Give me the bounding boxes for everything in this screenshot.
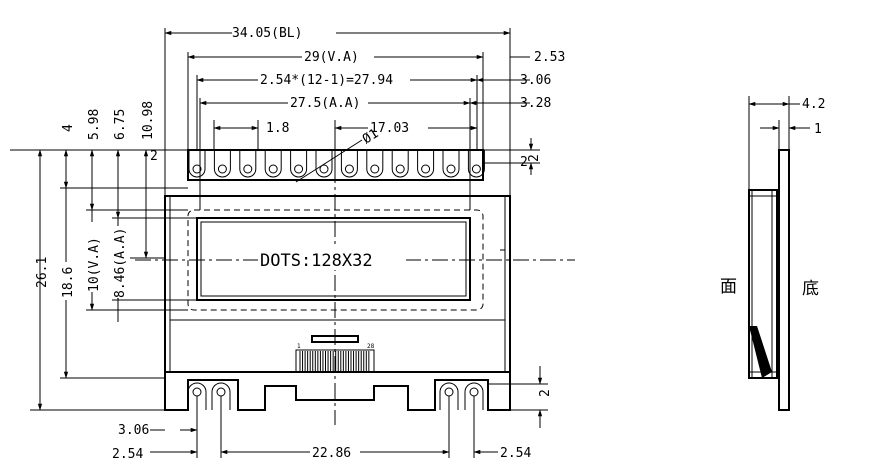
top-pin-pad bbox=[213, 150, 231, 178]
top-pin-hole bbox=[446, 164, 456, 174]
top-pin-hole bbox=[421, 164, 431, 174]
dim-side-thickness: 4.2 bbox=[802, 97, 825, 112]
dim-aa-margin: 3.28 bbox=[520, 96, 551, 111]
top-pin-hole bbox=[268, 164, 278, 174]
bottom-pin-hole bbox=[216, 387, 226, 397]
dim-aa-height: 8.46(A.A) bbox=[113, 228, 128, 298]
dim-4: 4 bbox=[61, 124, 76, 132]
dim-pin-margin: 3.06 bbox=[520, 73, 551, 88]
dim-overall-width: 34.05(BL) bbox=[232, 26, 302, 41]
top-pin-pad bbox=[264, 150, 282, 178]
dim-2-left: 2 bbox=[150, 149, 158, 164]
top-pin-pad bbox=[340, 150, 358, 178]
dim-5-98: 5.98 bbox=[87, 109, 102, 140]
top-pin-pad bbox=[442, 150, 460, 178]
dim-18-6: 18.6 bbox=[61, 267, 76, 298]
dim-side-glass: 1 bbox=[814, 122, 822, 137]
fpc-connector-pins bbox=[299, 351, 370, 371]
dim-hole-height-rot: 2 bbox=[527, 154, 542, 162]
fpc-pin-first: 1 bbox=[297, 343, 301, 350]
top-pin-pad bbox=[188, 150, 206, 178]
dim-pin-offset: 1.8 bbox=[266, 121, 289, 136]
top-pin-row bbox=[188, 150, 485, 178]
side-view: 4.2 1 面 底 bbox=[720, 96, 825, 411]
top-pin-pad bbox=[315, 150, 333, 178]
top-pin-hole bbox=[395, 164, 405, 174]
top-pin-pad bbox=[239, 150, 257, 178]
top-pin-hole bbox=[217, 164, 227, 174]
dim-6-75: 6.75 bbox=[113, 109, 128, 140]
top-pin-pad bbox=[290, 150, 308, 178]
top-pin-hole bbox=[370, 164, 380, 174]
top-pin-hole bbox=[471, 164, 481, 174]
front-view: 34.05(BL) 29(V.A) 2.54*(12-1)=27.94 27.5… bbox=[10, 25, 575, 462]
display-resolution-label: DOTS:128X32 bbox=[260, 251, 373, 271]
dim-total-height: 26.1 bbox=[35, 257, 50, 288]
top-pin-hole bbox=[243, 164, 253, 174]
top-pin-pad bbox=[391, 150, 409, 178]
top-pin-hole bbox=[344, 164, 354, 174]
top-pin-hole bbox=[192, 164, 202, 174]
dim-va-height: 10(V.A) bbox=[87, 237, 102, 292]
bottom-pin-hole bbox=[444, 387, 454, 397]
fpc-pin-last: 28 bbox=[367, 343, 375, 350]
side-front-label: 面 bbox=[720, 277, 737, 297]
side-back-label: 底 bbox=[802, 279, 819, 299]
dim-va-margin: 2.53 bbox=[534, 50, 565, 65]
top-pin-pad bbox=[417, 150, 435, 178]
top-pin-pad bbox=[467, 150, 485, 178]
dim-bottom-right: 2.54 bbox=[500, 446, 531, 461]
top-pin-hole bbox=[319, 164, 329, 174]
dim-hole-diameter: Ø1 bbox=[360, 126, 381, 147]
bottom-pin-hole bbox=[469, 387, 479, 397]
top-pin-pad bbox=[366, 150, 384, 178]
bottom-pin-hole bbox=[192, 387, 202, 397]
top-pin-hole bbox=[294, 164, 304, 174]
dim-aa-width: 27.5(A.A) bbox=[290, 96, 360, 111]
dim-hole-height: 2 bbox=[520, 155, 528, 170]
dim-10-98: 10.98 bbox=[141, 101, 156, 140]
dim-va-width: 29(V.A) bbox=[304, 50, 359, 65]
dim-bottom-margin-bottom: 2.54 bbox=[112, 447, 143, 462]
dim-bottom-pin-height: 2 bbox=[538, 389, 553, 397]
dim-pin-span: 2.54*(12-1)=27.94 bbox=[260, 73, 393, 88]
dim-bottom-margin-top: 3.06 bbox=[118, 423, 149, 438]
dim-bottom-span: 22.86 bbox=[312, 446, 351, 461]
dim-hole-offset: 17.03 bbox=[370, 121, 409, 136]
